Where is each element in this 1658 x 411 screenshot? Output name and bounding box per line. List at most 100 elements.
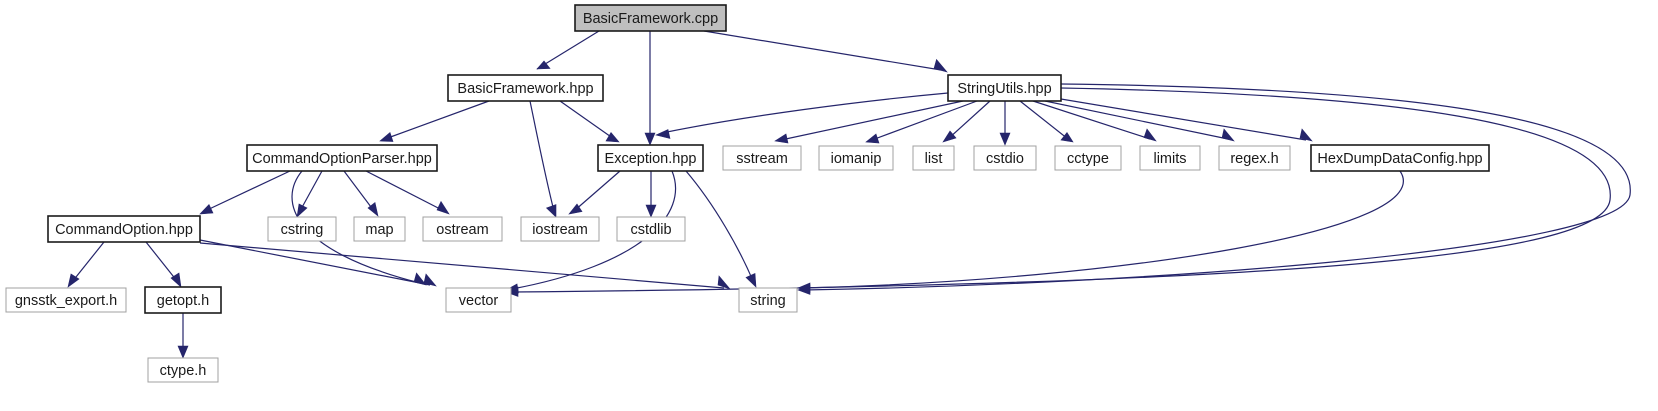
arrowhead-icon: [177, 345, 189, 359]
edge-line: [1019, 100, 1069, 140]
node-box[interactable]: [445, 287, 512, 313]
node-map[interactable]: map: [353, 216, 406, 242]
node-box[interactable]: [267, 216, 337, 242]
node-getopt_h[interactable]: getopt.h: [144, 286, 222, 314]
node-cstdlib[interactable]: cstdlib: [616, 216, 686, 242]
edge-line: [703, 30, 942, 71]
node-box[interactable]: [973, 145, 1037, 171]
edge-commandoption_hpp-to-getopt_h: [145, 241, 182, 288]
arrowhead-icon: [999, 132, 1011, 146]
node-box[interactable]: [574, 4, 727, 32]
node-limits[interactable]: limits: [1139, 145, 1201, 171]
edge-getopt_h-to-ctype_h: [177, 313, 189, 359]
edge-commandoptionparser_hpp-to-ostream: [365, 170, 450, 215]
node-list[interactable]: list: [912, 145, 955, 171]
node-exception_hpp[interactable]: Exception.hpp: [597, 144, 704, 172]
node-cstdio[interactable]: cstdio: [973, 145, 1037, 171]
edge-line: [685, 170, 754, 282]
node-box[interactable]: [422, 216, 503, 242]
arrowhead-icon: [67, 273, 80, 288]
node-vector[interactable]: vector: [445, 287, 512, 313]
node-commandoption_hpp[interactable]: CommandOption.hpp: [47, 215, 201, 243]
node-basicframework_hpp[interactable]: BasicFramework.hpp: [447, 74, 604, 102]
node-box[interactable]: [1218, 145, 1291, 171]
arrowhead-icon: [1143, 128, 1157, 142]
edge-commandoptionparser_hpp-to-commandoption_hpp: [199, 170, 291, 215]
edge-stringutils_hpp-to-sstream: [774, 100, 964, 144]
edge-stringutils_hpp-to-regex_h: [1044, 100, 1235, 142]
node-hexdumpdataconfig_hpp[interactable]: HexDumpDataConfig.hpp: [1310, 144, 1490, 172]
node-stringutils_hpp[interactable]: StringUtils.hpp: [947, 74, 1062, 102]
node-cstring[interactable]: cstring: [267, 216, 337, 242]
node-box[interactable]: [722, 145, 802, 171]
node-box[interactable]: [353, 216, 406, 242]
node-box[interactable]: [616, 216, 686, 242]
node-box[interactable]: [1310, 144, 1490, 172]
edge-line: [529, 100, 555, 212]
node-box[interactable]: [818, 145, 894, 171]
edge-line: [536, 30, 600, 70]
arrowhead-icon: [1299, 128, 1313, 142]
node-box[interactable]: [1139, 145, 1201, 171]
edge-commandoption_hpp-to-gnsstk_export_h: [67, 241, 105, 288]
edge-stringutils_hpp-to-exception_hpp: [655, 92, 949, 139]
node-box[interactable]: [1054, 145, 1122, 171]
node-box[interactable]: [5, 287, 127, 313]
node-box[interactable]: [912, 145, 955, 171]
node-basicframework_cpp[interactable]: BasicFramework.cpp: [574, 4, 727, 32]
arrowhead-icon: [645, 204, 657, 218]
arrowhead-icon: [423, 273, 437, 287]
edge-line: [365, 170, 445, 212]
edge-line: [559, 100, 615, 140]
node-box[interactable]: [447, 74, 604, 102]
edge-line: [1054, 97, 1307, 141]
edges-layer: [67, 30, 1631, 359]
node-iomanip[interactable]: iomanip: [818, 145, 894, 171]
arrowhead-icon: [568, 203, 583, 215]
arrowhead-icon: [605, 131, 620, 143]
arrowhead-icon: [1221, 128, 1235, 142]
node-box[interactable]: [144, 286, 222, 314]
arrowhead-icon: [797, 282, 811, 293]
node-iostream[interactable]: iostream: [520, 216, 600, 242]
edge-line: [803, 83, 1631, 291]
edge-stringutils_hpp-to-iomanip: [865, 100, 978, 144]
node-box[interactable]: [520, 216, 600, 242]
edge-stringutils_hpp-to-string: [797, 83, 1631, 295]
node-box[interactable]: [947, 74, 1062, 102]
edge-line: [780, 100, 964, 141]
edge-line: [871, 100, 978, 141]
arrowhead-icon: [296, 203, 308, 218]
edge-line: [384, 100, 490, 140]
node-box[interactable]: [147, 357, 219, 383]
arrowhead-icon: [367, 201, 379, 217]
edge-stringutils_hpp-to-list: [942, 100, 991, 143]
edge-stringutils_hpp-to-cstdio: [999, 101, 1011, 146]
edge-hexdumpdataconfig_hpp-to-string: [797, 170, 1404, 293]
node-box[interactable]: [738, 287, 798, 313]
edge-stringutils_hpp-to-cctype: [1019, 100, 1074, 143]
node-sstream[interactable]: sstream: [722, 145, 802, 171]
node-string[interactable]: string: [738, 287, 798, 313]
node-regex_h[interactable]: regex.h: [1218, 145, 1291, 171]
edge-line: [204, 170, 291, 212]
edge-stringutils_hpp-to-hexdumpdataconfig_hpp: [1054, 97, 1313, 142]
edge-exception_hpp-to-iostream: [568, 170, 621, 215]
arrowhead-icon: [942, 130, 957, 143]
node-commandoptionparser_hpp[interactable]: CommandOptionParser.hpp: [246, 144, 438, 172]
node-ctype_h[interactable]: ctype.h: [147, 357, 219, 383]
node-box[interactable]: [47, 215, 201, 243]
arrowhead-icon: [865, 133, 880, 144]
node-ostream[interactable]: ostream: [422, 216, 503, 242]
node-box[interactable]: [246, 144, 438, 172]
edge-basicframework_hpp-to-iostream: [529, 100, 557, 218]
edge-basicframework_hpp-to-commandoptionparser_hpp: [379, 100, 490, 142]
node-cctype[interactable]: cctype: [1054, 145, 1122, 171]
edge-line: [661, 92, 949, 134]
arrowhead-icon: [199, 203, 214, 215]
node-gnsstk_export_h[interactable]: gnsstk_export.h: [5, 287, 127, 313]
edge-commandoptionparser_hpp-to-cstring: [296, 170, 323, 218]
node-box[interactable]: [597, 144, 704, 172]
